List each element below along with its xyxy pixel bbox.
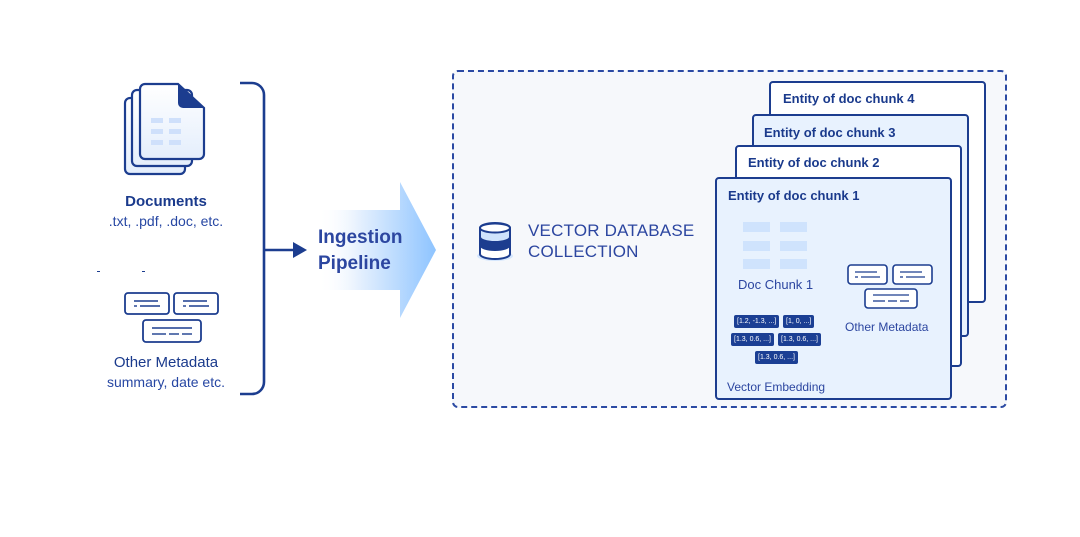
collection-title-line1: VECTOR DATABASE: [528, 221, 695, 240]
entity-title: Entity of doc chunk 1: [728, 188, 860, 203]
database-icon: [477, 222, 513, 261]
doc-chunk-icon: [743, 222, 807, 269]
doc-chunk-label: Doc Chunk 1: [738, 277, 814, 292]
vector-chip: [1, 0, ...]: [783, 315, 815, 328]
metadata-title: Other Metadata: [113, 354, 219, 371]
input-bracket: [240, 81, 307, 396]
ingestion-pipeline-label: Ingestion Pipeline: [318, 225, 418, 277]
vector-embedding-label: Vector Embedding: [727, 380, 826, 394]
decorative-dash: [142, 271, 145, 272]
documents-icon: [123, 82, 206, 176]
ingestion-label-line1: Ingestion: [318, 227, 403, 248]
vector-chip: [1.3, 0.6, ...]: [731, 333, 774, 346]
entity-title: Entity of doc chunk 2: [748, 155, 880, 170]
metadata-icon: [847, 264, 933, 309]
metadata-icon: [124, 292, 219, 343]
ingestion-label-line2: Pipeline: [318, 253, 391, 274]
vector-chip: [1.2, -1.3, ...]: [734, 315, 780, 328]
collection-title: VECTOR DATABASE COLLECTION: [528, 220, 694, 262]
entity-metadata-label: Other Metadata: [845, 320, 929, 334]
vector-chip: [1.3, 0.6, ...]: [778, 333, 821, 346]
vector-chip: [1.3, 0.6, ...]: [755, 351, 798, 364]
decorative-dash: [97, 271, 100, 272]
entity-title: Entity of doc chunk 3: [764, 125, 896, 140]
ingestion-pipeline-arrow: [318, 182, 436, 318]
documents-subtitle: .txt, .pdf, .doc, etc.: [108, 213, 224, 229]
collection-title-line2: COLLECTION: [528, 242, 639, 261]
metadata-subtitle: summary, date etc.: [106, 374, 225, 390]
documents-title: Documents: [125, 193, 207, 210]
entity-title: Entity of doc chunk 4: [783, 91, 915, 106]
